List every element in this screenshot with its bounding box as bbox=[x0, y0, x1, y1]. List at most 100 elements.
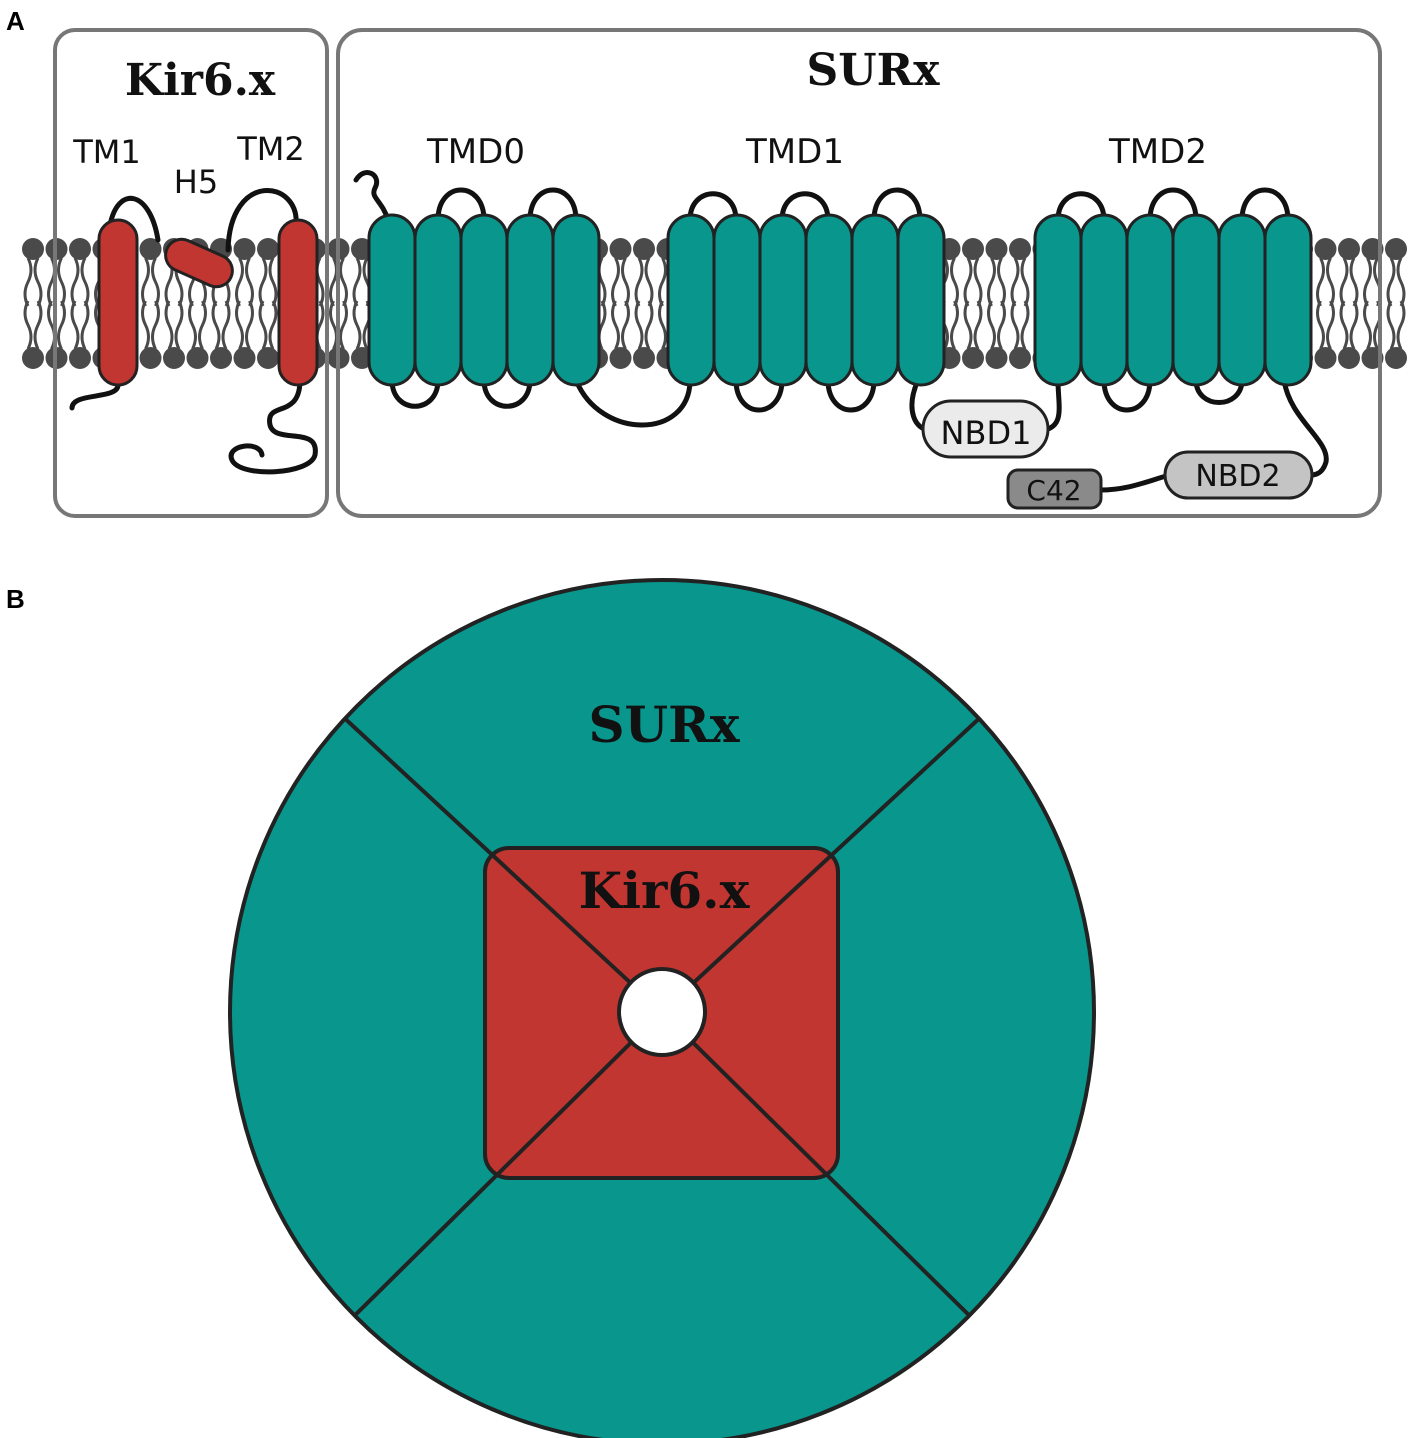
tmd1-label: TMD1 bbox=[745, 132, 844, 172]
lipid-tail bbox=[352, 257, 362, 307]
lipid-tail bbox=[141, 257, 150, 307]
lipid-tail bbox=[1396, 300, 1406, 350]
lipid-tail bbox=[329, 257, 338, 307]
sur-helices bbox=[367, 213, 1313, 387]
divider-line bbox=[338, 712, 664, 1014]
lipid-head bbox=[609, 238, 632, 260]
sur-helix bbox=[505, 213, 555, 387]
lipid-head bbox=[257, 238, 279, 260]
kir-square-label: Kir6.x bbox=[579, 861, 751, 920]
lipid-tail bbox=[33, 300, 43, 350]
lipid-tail bbox=[997, 300, 1006, 350]
lipid-head bbox=[69, 347, 91, 369]
lipid-head bbox=[22, 347, 44, 369]
lipid-tail bbox=[1020, 300, 1030, 350]
nbd1-domain bbox=[921, 399, 1050, 459]
sur-helix bbox=[1033, 213, 1083, 387]
lipid-head bbox=[1009, 347, 1031, 369]
lipid-tail bbox=[950, 300, 959, 350]
loop bbox=[1101, 377, 1153, 413]
lipid-tail bbox=[1316, 257, 1325, 307]
tm1-label: TM1 bbox=[72, 133, 141, 171]
h5-tm2-loop bbox=[225, 188, 299, 253]
tmd0-label: TMD0 bbox=[426, 132, 525, 172]
c42-label: C42 bbox=[1026, 474, 1081, 507]
lipid-tail bbox=[611, 300, 620, 350]
lipid-tail bbox=[963, 300, 973, 350]
sur-box bbox=[336, 28, 1382, 518]
lipid-tail bbox=[188, 300, 197, 350]
lipid-tail bbox=[963, 257, 973, 307]
lipid-tail bbox=[57, 257, 66, 307]
sur-helix bbox=[413, 213, 463, 387]
lipid-tail bbox=[1386, 300, 1396, 350]
lipid-head bbox=[1338, 347, 1360, 369]
lipid-tail bbox=[658, 257, 667, 307]
lipid-tail bbox=[70, 300, 80, 350]
lipid-head bbox=[139, 347, 162, 369]
lipid-head bbox=[233, 347, 256, 369]
lipid-head bbox=[962, 238, 984, 260]
sur-helix bbox=[1171, 213, 1221, 387]
divider-line bbox=[660, 712, 986, 1014]
lipid-tail bbox=[1386, 257, 1396, 307]
panel-b-label: B bbox=[6, 584, 25, 614]
lipid-tail bbox=[1339, 257, 1349, 307]
lipid-tail bbox=[352, 300, 362, 350]
lipid-tail bbox=[211, 300, 221, 350]
lipid-tail bbox=[80, 300, 90, 350]
lipid-tail bbox=[658, 300, 667, 350]
lipid-tail bbox=[258, 257, 268, 307]
lipid-head bbox=[163, 347, 185, 369]
lipid-tail bbox=[164, 300, 174, 350]
kir-box-title: Kir6.x bbox=[125, 55, 276, 106]
sur-box-title: SURx bbox=[807, 45, 941, 96]
loop bbox=[1147, 187, 1199, 223]
lipid-head bbox=[962, 347, 984, 369]
lipid-tail bbox=[57, 300, 66, 350]
lipid-head bbox=[633, 347, 655, 369]
nbd2-label: NBD2 bbox=[1195, 459, 1280, 494]
nbd1-label: NBD1 bbox=[941, 414, 1032, 452]
loop bbox=[1055, 191, 1107, 223]
h5-pore-helix bbox=[164, 237, 234, 289]
loop bbox=[481, 377, 533, 409]
lipid-head bbox=[985, 238, 1008, 260]
lipid-tail bbox=[151, 257, 160, 307]
lipid-tail bbox=[245, 300, 254, 350]
loop bbox=[871, 187, 923, 223]
sur-helix bbox=[1079, 213, 1129, 387]
lipid-tail bbox=[950, 257, 959, 307]
lipid-tail bbox=[1326, 257, 1335, 307]
sur-ring-label: SURx bbox=[588, 695, 740, 754]
lipid-tail bbox=[268, 257, 278, 307]
loop bbox=[1193, 377, 1245, 405]
lipid-head bbox=[186, 347, 209, 369]
sur-helix bbox=[850, 213, 900, 387]
lipid-tail bbox=[973, 257, 983, 307]
lipid-tail bbox=[997, 257, 1006, 307]
sur-helix bbox=[896, 213, 946, 387]
nbd1-tmd2-linker bbox=[1042, 377, 1062, 433]
lipid-tail bbox=[235, 300, 244, 350]
lipid-tail bbox=[644, 257, 654, 307]
lipid-tail bbox=[221, 300, 231, 350]
lipid-tail bbox=[973, 300, 983, 350]
lipid-tail bbox=[23, 257, 33, 307]
lipid-tail bbox=[611, 257, 620, 307]
lipid-tail bbox=[1010, 257, 1020, 307]
lipid-tail bbox=[1326, 300, 1335, 350]
loop bbox=[1239, 187, 1291, 223]
lipid-head bbox=[257, 347, 279, 369]
sur-helix bbox=[367, 213, 417, 387]
lipid-tail bbox=[1339, 300, 1349, 350]
nbd2-c42-linker bbox=[1097, 472, 1173, 493]
tm1-h5-loop bbox=[107, 195, 161, 243]
lipid-tail bbox=[1316, 300, 1325, 350]
lipid-head bbox=[210, 347, 232, 369]
lipid-head bbox=[233, 238, 256, 260]
lipid-head bbox=[1314, 238, 1337, 260]
c42-domain bbox=[1006, 468, 1103, 510]
sur-helix bbox=[1263, 213, 1313, 387]
